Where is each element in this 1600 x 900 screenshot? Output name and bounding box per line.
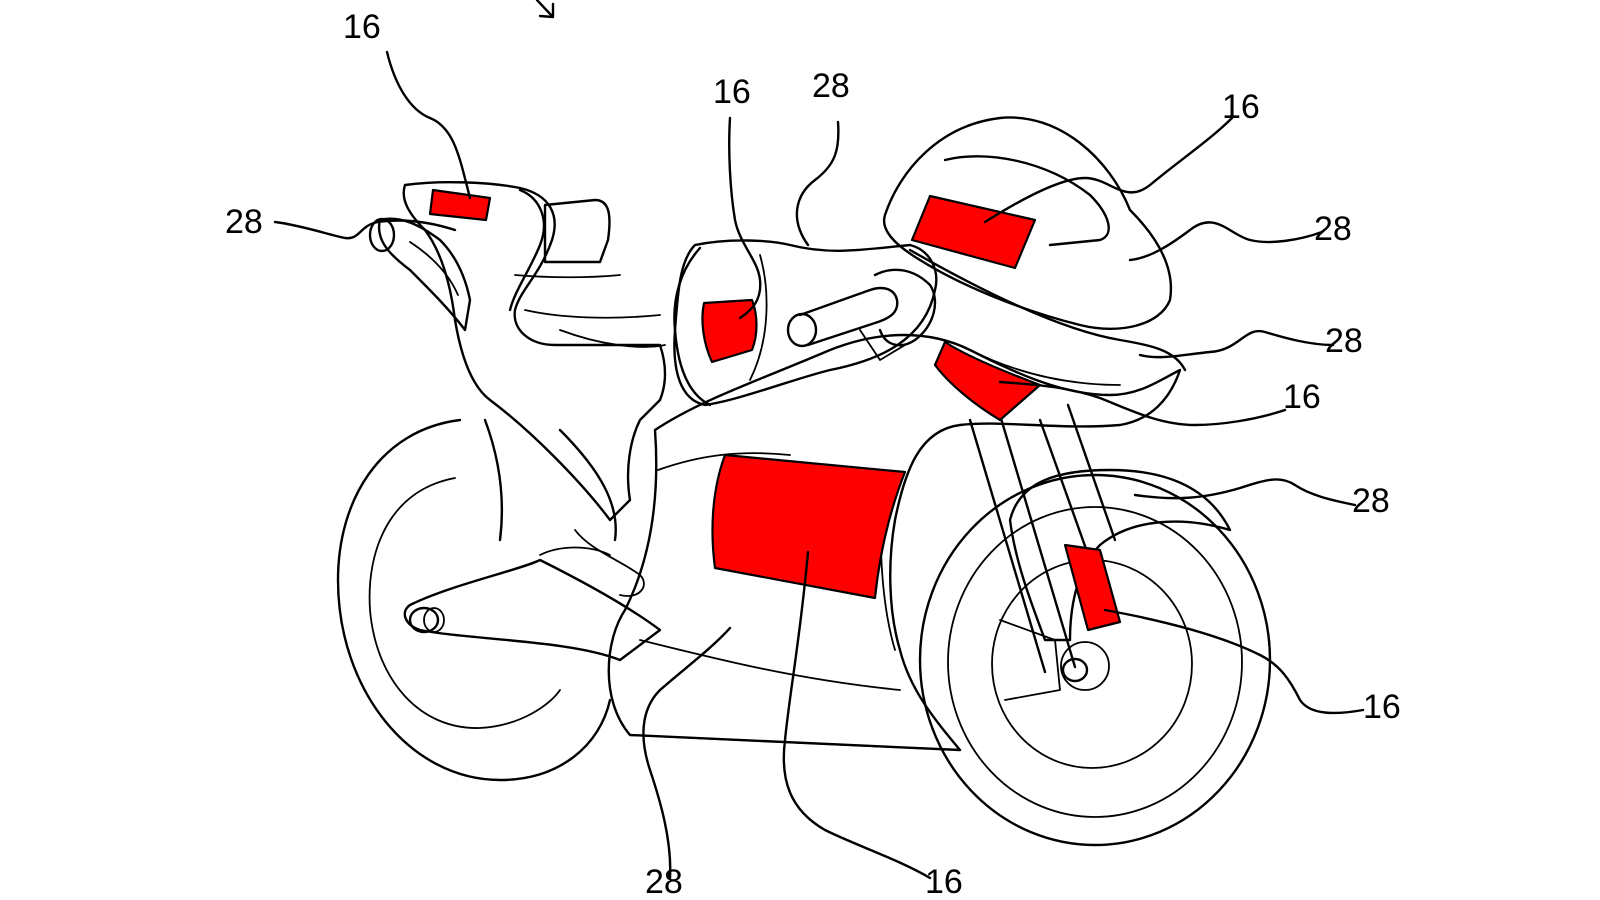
handlebar [786, 268, 937, 361]
sensor-zone-side-panel [711, 453, 907, 600]
label-tank-16: 16 [713, 73, 751, 111]
rear-wheel [336, 418, 612, 782]
label-side-panel-16: 16 [925, 863, 963, 900]
sensor-zone-tank [701, 298, 758, 364]
figure-arrow-icon [535, 0, 555, 19]
label-lower-fairing-28: 28 [645, 863, 683, 900]
sensor-zone-fairing-side [933, 340, 1042, 422]
label-seat-16: 16 [343, 8, 381, 46]
sensor-zone-fork [1063, 543, 1122, 632]
sensor-zones [428, 188, 1122, 632]
label-fairing-upper-28: 28 [1314, 210, 1352, 248]
label-fairing-mid-28: 28 [1325, 322, 1363, 360]
front-fork [968, 403, 1117, 683]
reference-numerals: 16 28 16 28 16 28 28 16 28 16 28 16 [225, 8, 1401, 900]
sensor-zone-seat [428, 188, 492, 222]
fuel-tank [673, 239, 938, 407]
label-fairing-side-16: 16 [1283, 378, 1321, 416]
swing-arm [403, 558, 662, 662]
exhaust-pipe [368, 217, 472, 332]
label-front-fender-28: 28 [1352, 482, 1390, 520]
label-screen-16: 16 [1222, 88, 1260, 126]
rear-frame [483, 418, 645, 597]
front-fender [1008, 468, 1232, 642]
label-tail-28: 28 [225, 203, 263, 241]
label-tank-28: 28 [812, 67, 850, 105]
label-fork-16: 16 [1363, 688, 1401, 726]
tail-section [402, 180, 667, 522]
upper-fairing [882, 116, 1187, 386]
front-wheel [918, 473, 1272, 847]
leader-lines [273, 50, 1365, 880]
sensor-zone-screen [910, 194, 1037, 270]
